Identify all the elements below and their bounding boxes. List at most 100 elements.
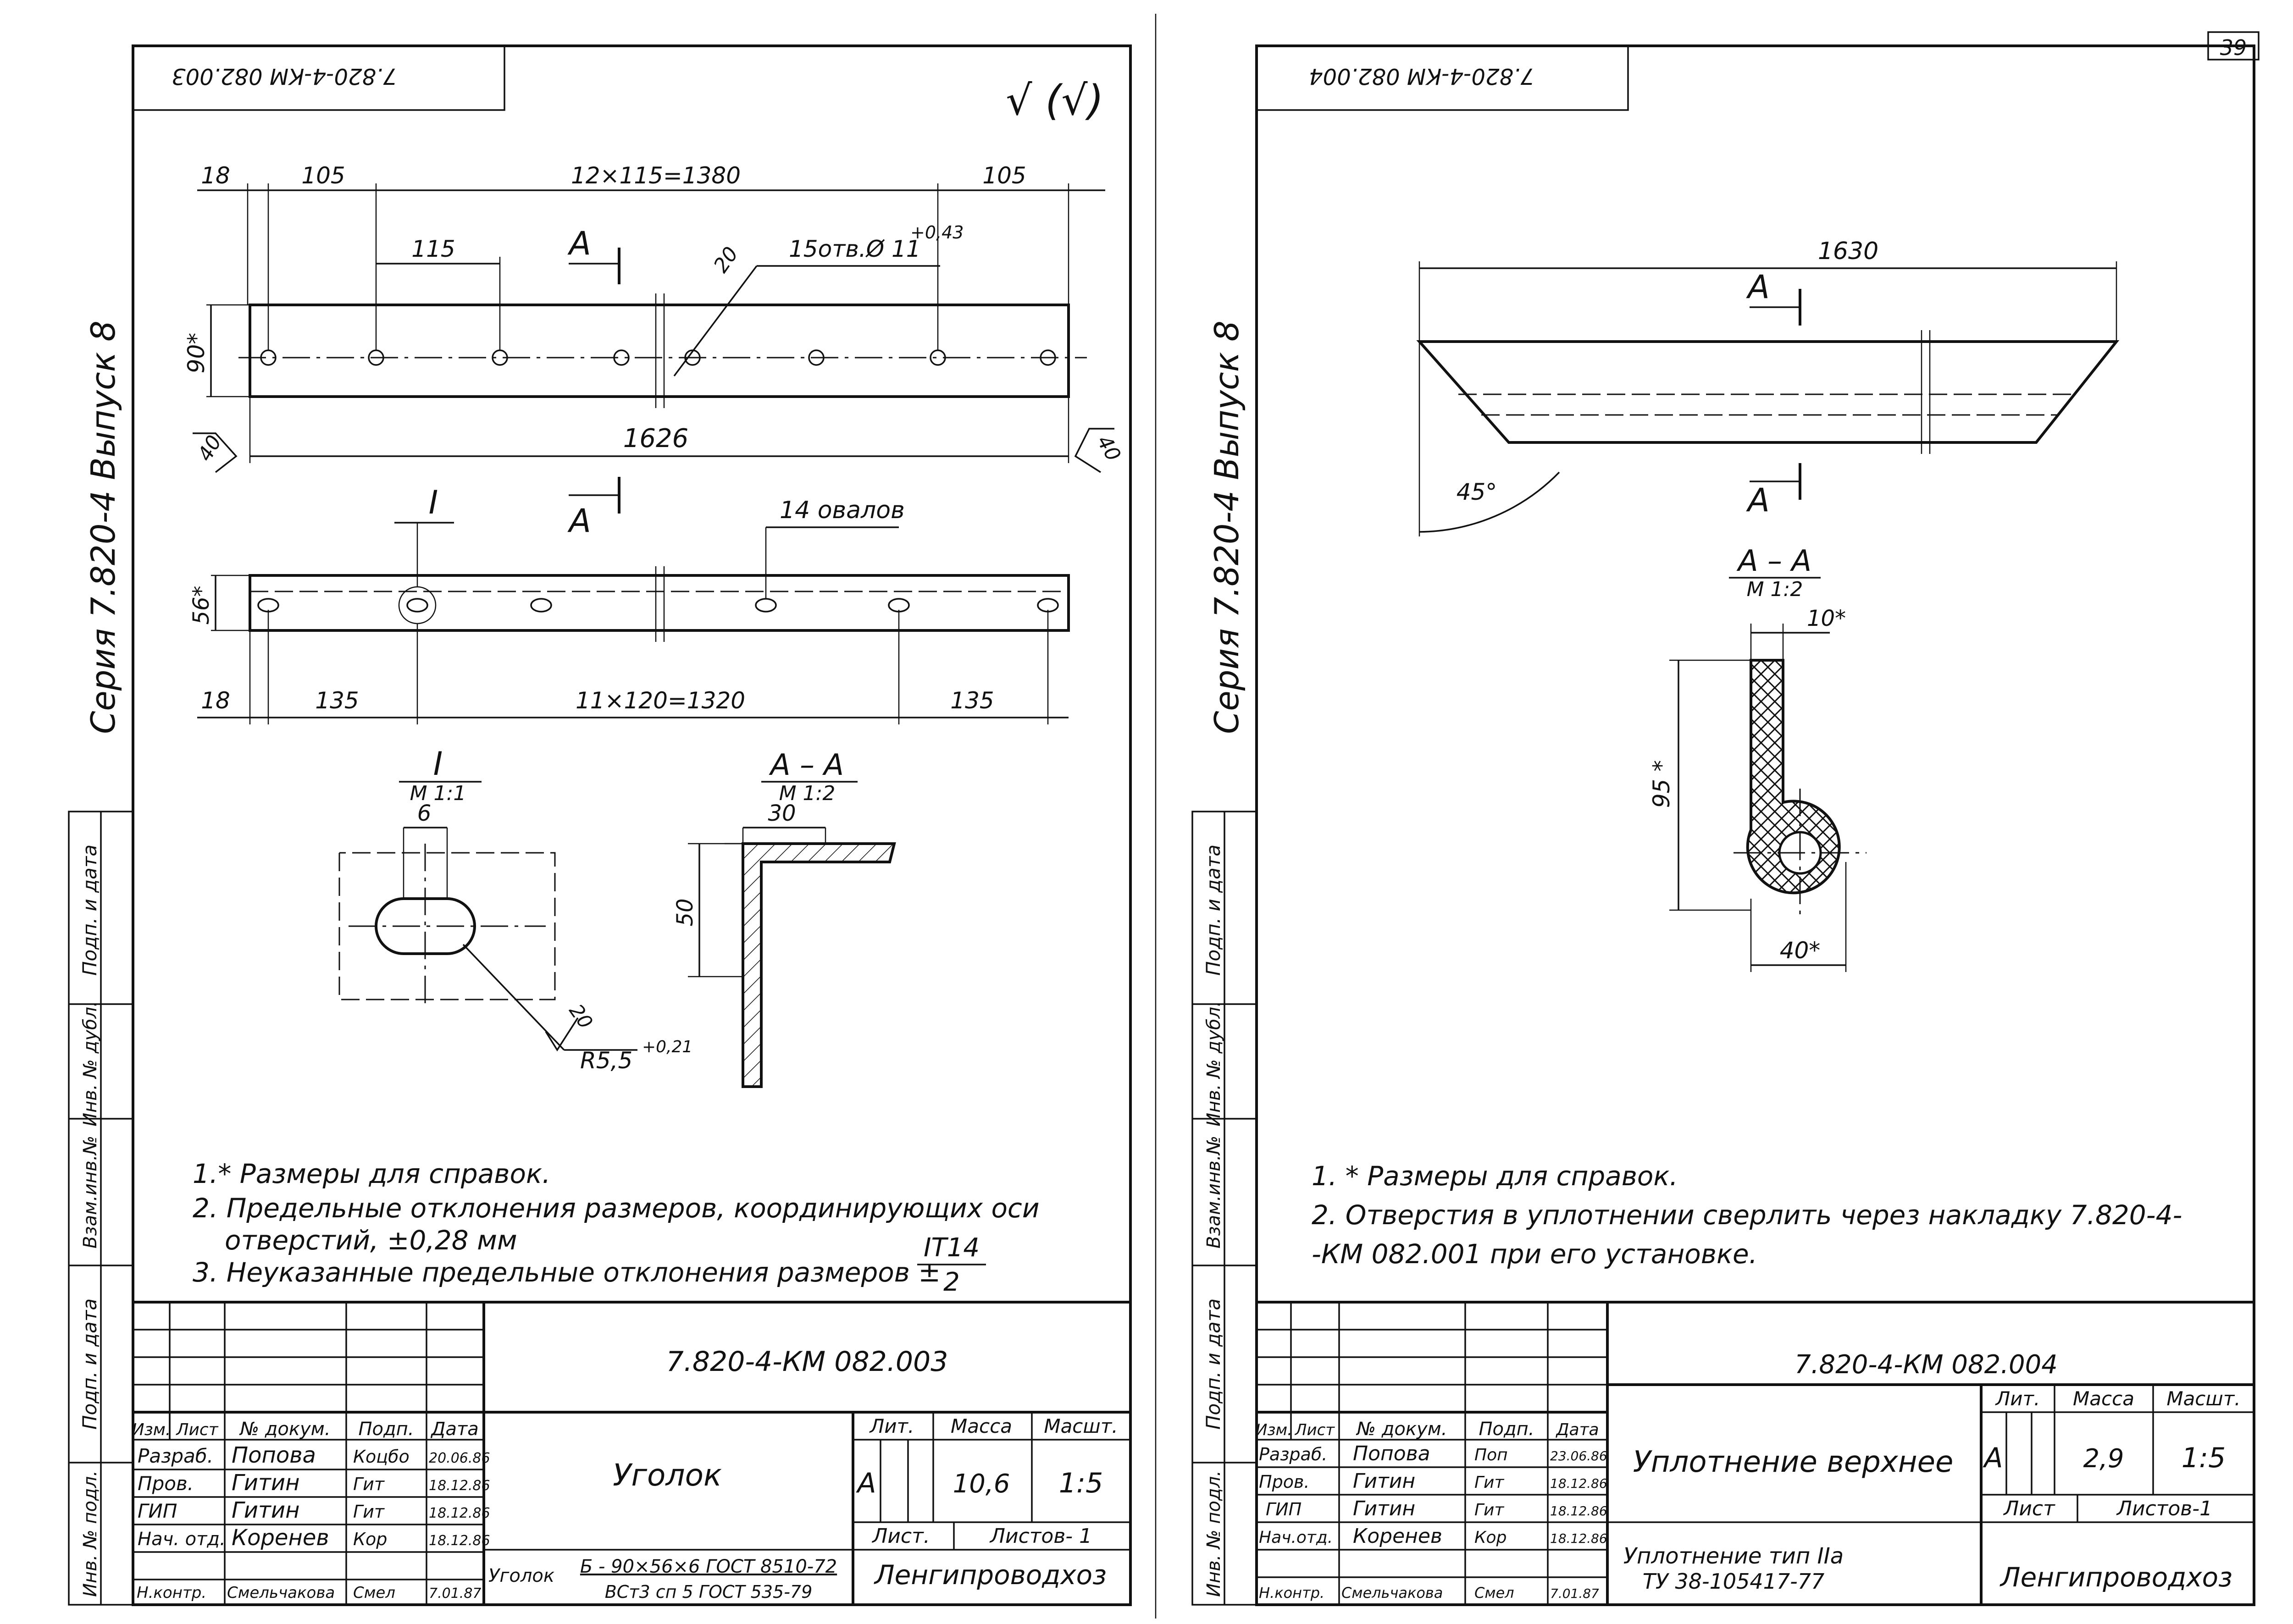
section-title: А – А <box>1736 544 1811 578</box>
lit-value: А <box>855 1467 876 1499</box>
row2-name: Гитин <box>1353 1469 1415 1493</box>
section-a-a-seal: А – А М 1:2 10* 95 * 40* <box>1648 544 1867 972</box>
part-name: Уплотнение верхнее <box>1633 1445 1954 1479</box>
row5-sign: Смел <box>353 1584 395 1602</box>
row5-date: 7.01.87 <box>1550 1586 1599 1601</box>
part-name: Уголок <box>613 1458 722 1493</box>
th-sign: Подп. <box>358 1419 414 1440</box>
holes-callout: 15отв.Ø 11 <box>789 236 921 262</box>
material-line-2: ВСт3 сп 5 ГОСТ 535-79 <box>605 1582 813 1602</box>
notes-right: 1. * Размеры для справок. 2. Отверстия в… <box>1312 1160 2182 1270</box>
th-list: Лист <box>175 1420 218 1439</box>
sheet-label: Лист. <box>871 1525 930 1548</box>
dim-11x120: 11×120=1320 <box>576 687 745 714</box>
material-line-1: Уплотнение тип IIа <box>1623 1543 1844 1569</box>
row3-date: 18.12.86 <box>1550 1503 1607 1519</box>
title-block-left: Изм. Лист № докум. Подп. Дата Разраб. По… <box>132 1301 1132 1606</box>
cut-a-top-label: А <box>1746 268 1770 306</box>
row5-role: Н.контр. <box>1259 1584 1324 1602</box>
dim-135-left: 135 <box>315 687 359 714</box>
row4-date: 18.12.86 <box>429 1533 490 1549</box>
stub-cell-3: Взам.инв.№ <box>80 1136 101 1248</box>
mass-value: 10,6 <box>953 1469 1010 1499</box>
row2-sign: Гит <box>353 1474 385 1494</box>
dim-30: 30 <box>768 801 796 826</box>
row4-date: 18.12.86 <box>1550 1531 1607 1546</box>
row1-date: 23.06.86 <box>1550 1448 1607 1464</box>
dim-10: 10* <box>1807 606 1846 631</box>
row5-role: Н.контр. <box>137 1584 206 1602</box>
note-2b: отверстий, ±0,28 мм <box>225 1225 517 1256</box>
stub-cell-3: Взам.инв.№ <box>1203 1136 1224 1248</box>
top-code: 7.820-4-КМ 082.004 <box>1309 63 1534 89</box>
note-2: 2. Отверстия в уплотнении сверлить через… <box>1312 1199 2182 1231</box>
dim-20-roughness: 20 <box>709 243 743 277</box>
tolerance-numerator: IT14 <box>924 1233 980 1263</box>
row2-role: Пров. <box>1259 1472 1309 1492</box>
th-date: Дата <box>430 1419 479 1440</box>
stub-cell-1: Подп. и дата <box>1202 845 1224 976</box>
dim-6: 6 <box>417 801 432 826</box>
left-binding-stub: Подп. и дата Инв. № дубл. Взам.инв.№ Под… <box>68 320 134 1606</box>
sheet-number-box <box>2207 31 2260 61</box>
row3-sign: Гит <box>1474 1501 1504 1519</box>
row4-name: Коренев <box>1353 1525 1442 1548</box>
th-izm: Изм. <box>132 1420 171 1439</box>
sheet-number: 39 <box>2220 35 2247 60</box>
row4-sign: Кор <box>353 1529 387 1549</box>
mass-value: 2,9 <box>2083 1444 2124 1474</box>
row3-name: Гитин <box>232 1497 299 1523</box>
angle-top-view: 18 105 12×115=1380 105 115 A 20 15отв.Ø … <box>183 162 1125 540</box>
scale-value: 1:5 <box>1059 1467 1103 1499</box>
material-line-1: Б - 90×56×6 ГОСТ 8510-72 <box>580 1556 837 1577</box>
th-izm: Изм. <box>1256 1421 1292 1439</box>
row1-name: Попова <box>1353 1442 1430 1465</box>
th-list: Лист <box>1294 1421 1335 1439</box>
dim-56: 56* <box>188 586 214 624</box>
sheet-label: Лист <box>2003 1497 2055 1520</box>
row1-sign: Коцбо <box>353 1447 410 1467</box>
organization: Ленгипроводхоз <box>1999 1562 2232 1593</box>
row5-sign: Смел <box>1474 1584 1514 1602</box>
th-sign: Подп. <box>1479 1419 1534 1440</box>
lit-label: Лит. <box>1995 1387 2040 1410</box>
title-code: 7.820-4-КМ 082.003 <box>666 1346 948 1378</box>
material-prefix: Уголок <box>488 1565 554 1586</box>
dim-20-detail: 20 <box>565 1000 597 1033</box>
note-1: 1.* Размеры для справок. <box>193 1158 550 1189</box>
row2-date: 18.12.86 <box>429 1478 490 1494</box>
top-code: 7.820-4-КМ 082.003 <box>172 63 397 89</box>
note-1: 1. * Размеры для справок. <box>1312 1160 1678 1192</box>
left-sheet-frame <box>132 44 1132 1606</box>
row3-role: ГИП <box>1266 1499 1302 1519</box>
scale-label: Масшт. <box>2166 1387 2240 1410</box>
section-scale: М 1:2 <box>1747 578 1803 601</box>
cut-a-bottom-label: A <box>567 502 591 540</box>
note-3: 3. Неуказанные предельные отклонения раз… <box>193 1257 941 1288</box>
dim-50: 50 <box>672 898 698 926</box>
stub-cell-5: Инв. № подл. <box>80 1470 101 1597</box>
row2-name: Гитин <box>232 1470 299 1496</box>
tolerance-denominator: 2 <box>943 1267 960 1297</box>
dim-12x115: 12×115=1380 <box>571 162 741 189</box>
section-scale: М 1:2 <box>779 782 836 805</box>
stub-series-text: Серия 7.820-4 Выпуск 8 <box>84 320 122 734</box>
scale-value: 1:5 <box>2182 1442 2226 1474</box>
material-line-2: ТУ 38-105417-77 <box>1643 1569 1825 1594</box>
roughness-mark: √ (√) <box>1006 77 1104 125</box>
title-code: 7.820-4-КМ 082.004 <box>1795 1350 2058 1380</box>
right-binding-stub: Подп. и дата Инв. № дубл. Взам.инв.№ Под… <box>1191 320 1257 1606</box>
row3-name: Гитин <box>1353 1497 1415 1520</box>
radius-r55: R5,5 <box>580 1047 632 1074</box>
section-title: А – А <box>769 748 844 782</box>
row3-date: 18.12.86 <box>429 1505 490 1521</box>
detail-i-scale: М 1:1 <box>410 782 466 805</box>
dim-1630: 1630 <box>1818 238 1878 265</box>
row3-role: ГИП <box>138 1500 177 1522</box>
angle-side-view: I 14 овалов 56* 18 135 11×120=1320 135 <box>188 484 1070 724</box>
stub-cell-4: Подп. и дата <box>1202 1298 1224 1430</box>
sheets-count: Листов-1 <box>2116 1497 2212 1520</box>
th-date: Дата <box>1555 1420 1599 1439</box>
radius-r55-tol: +0,21 <box>642 1038 692 1056</box>
dim-95: 95 * <box>1648 760 1675 808</box>
